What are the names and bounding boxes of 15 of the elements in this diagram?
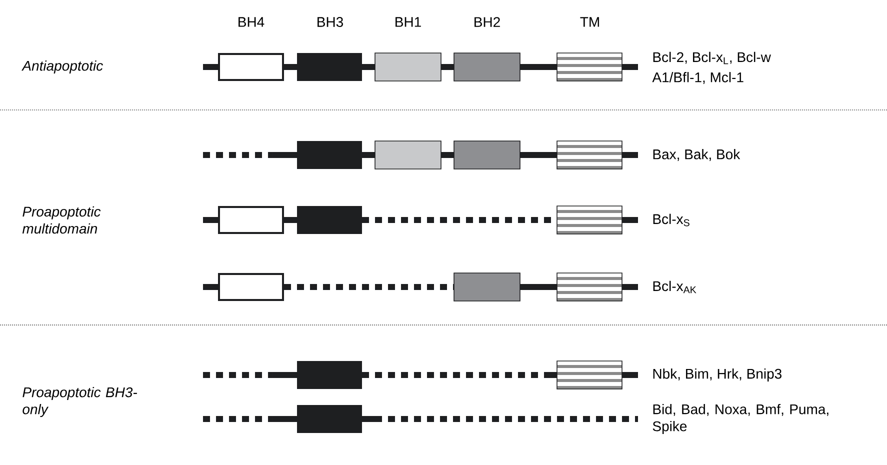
protein-names: Bcl-2, Bcl-x$_{L}$, Bcl-w	[653, 52, 771, 64]
column-header: TM	[580, 17, 599, 27]
group-label: Proapoptotic multidomain	[22, 206, 101, 234]
group-label: Antiapoptotic	[22, 60, 103, 74]
protein-names: A1/Bfl-1, Mcl-1	[652, 72, 744, 84]
protein-names: Bid, Bad, Noxa, Bmf, Puma, Spike	[652, 404, 828, 434]
column-header: BH3	[318, 17, 343, 27]
column-header: BH1	[396, 17, 421, 27]
protein-names: Nbk, Bim, Hrk, Bnip3	[653, 368, 782, 382]
column-header: BH4	[238, 17, 264, 27]
column-header: BH2	[474, 17, 500, 27]
protein-names: Bcl-x$_{S}$	[653, 214, 690, 226]
protein-names: Bax, Bak, Bok	[653, 149, 740, 161]
group-label: Proapoptotic BH3-only	[22, 386, 138, 417]
protein-names: Bcl-x$_{AK}$	[653, 280, 696, 294]
